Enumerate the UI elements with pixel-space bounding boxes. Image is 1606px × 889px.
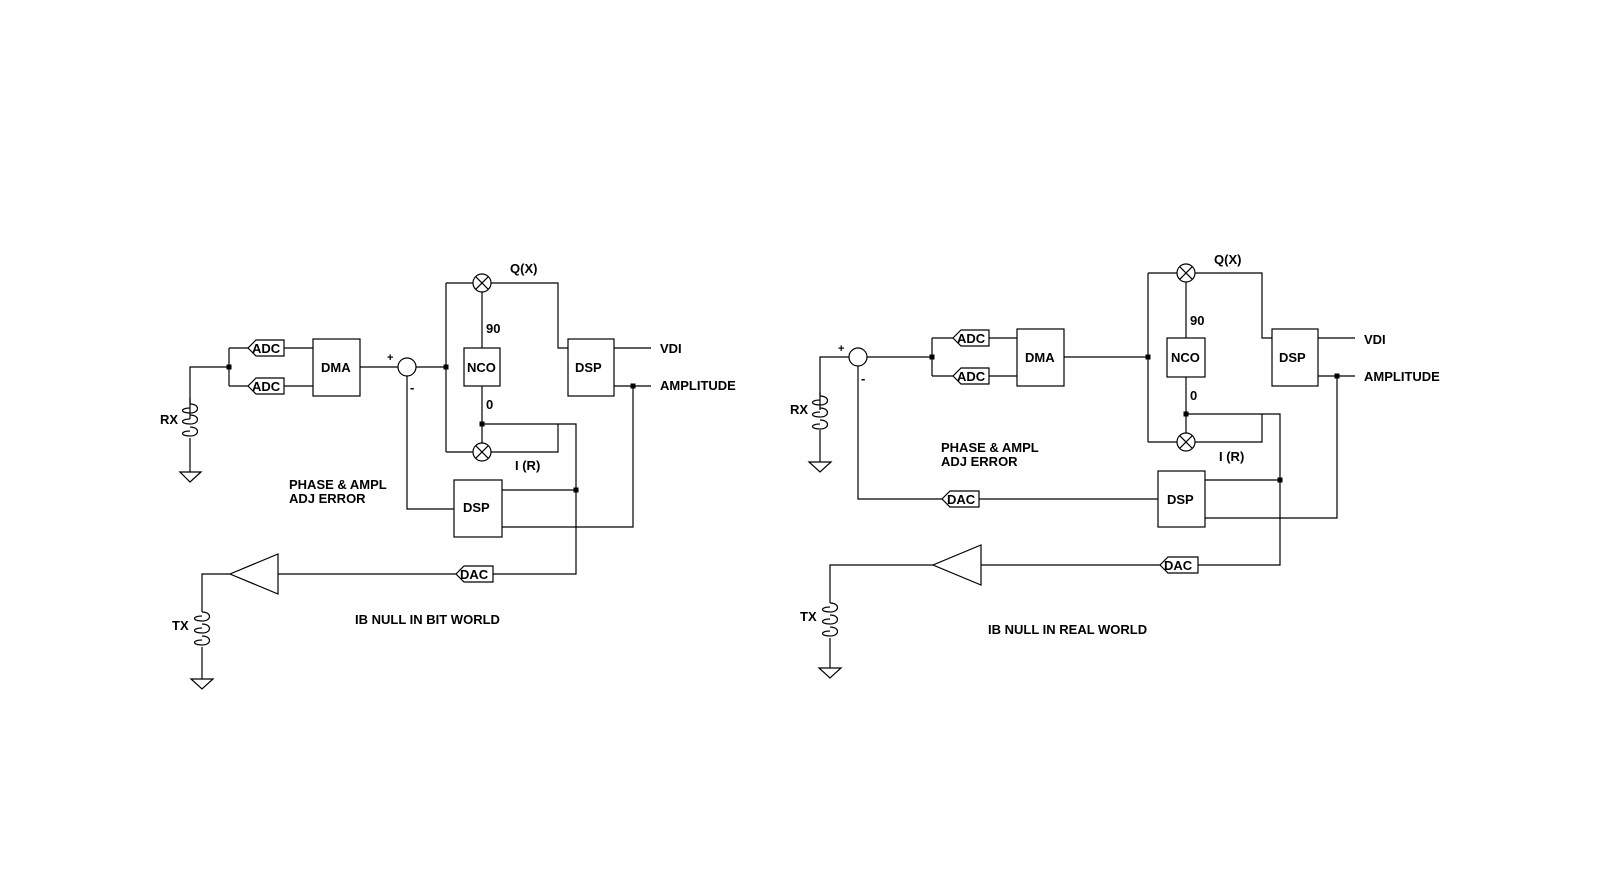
svg-text:DMA: DMA <box>321 360 351 375</box>
right-90-label: 90 <box>1190 313 1204 328</box>
right-sum-plus: + <box>838 343 844 355</box>
svg-text:DSP: DSP <box>575 360 602 375</box>
left-rx-ground-icon <box>178 471 203 483</box>
right-i-mixer-icon <box>1176 432 1196 452</box>
right-error-label-line1: PHASE & AMPL <box>941 440 1039 455</box>
right-q-mixer-icon <box>1176 263 1196 283</box>
right-dac-top: DAC <box>941 490 980 508</box>
right-error-label-line2: ADJ ERROR <box>941 454 1018 469</box>
left-vdi-label: VDI <box>660 341 682 356</box>
left-diagram: RX ADC ADC DMA + - Q(X) I (R) <box>160 261 736 690</box>
right-caption: IB NULL IN REAL WORLD <box>988 622 1147 637</box>
right-rx-antenna-icon <box>811 392 829 462</box>
svg-text:DAC: DAC <box>460 567 489 582</box>
svg-text:ADC: ADC <box>957 331 986 346</box>
right-0-label: 0 <box>1190 388 1197 403</box>
left-rx-label: RX <box>160 412 178 427</box>
svg-text:DSP: DSP <box>463 500 490 515</box>
left-i-label: I (R) <box>515 458 540 473</box>
left-caption: IB NULL IN BIT WORLD <box>355 612 500 627</box>
svg-text:NCO: NCO <box>1171 350 1200 365</box>
svg-text:DAC: DAC <box>1164 558 1193 573</box>
svg-text:ADC: ADC <box>252 379 281 394</box>
right-tx-ground-icon <box>817 667 843 679</box>
right-adc-bottom: ADC <box>952 367 990 385</box>
right-vdi-label: VDI <box>1364 332 1386 347</box>
right-nco-block: NCO <box>1166 337 1206 378</box>
left-q-mixer-icon <box>472 273 492 293</box>
left-tx-label: TX <box>172 618 189 633</box>
right-dma-block: DMA <box>1016 328 1065 387</box>
left-dac: DAC <box>455 565 494 583</box>
left-nco-block: NCO <box>463 347 501 387</box>
left-dsp-main-block: DSP <box>567 338 615 397</box>
right-amplitude-label: AMPLITUDE <box>1364 369 1440 384</box>
right-i-label: I (R) <box>1219 449 1244 464</box>
right-tx-antenna-icon <box>821 602 839 668</box>
svg-text:DSP: DSP <box>1279 350 1306 365</box>
svg-text:DSP: DSP <box>1167 492 1194 507</box>
left-i-mixer-icon <box>472 442 492 462</box>
left-q-label: Q(X) <box>510 261 537 276</box>
left-error-label-line1: PHASE & AMPL <box>289 477 387 492</box>
left-summing-junction-icon <box>397 357 417 377</box>
right-dsp-error-block: DSP <box>1157 470 1206 528</box>
right-dsp-main-block: DSP <box>1271 328 1319 387</box>
right-wires <box>819 272 1355 603</box>
left-dma-block: DMA <box>312 338 361 397</box>
left-adc-top: ADC <box>247 339 285 357</box>
right-tx-label: TX <box>800 609 817 624</box>
right-rx-label: RX <box>790 402 808 417</box>
right-q-label: Q(X) <box>1214 252 1241 267</box>
svg-text:DMA: DMA <box>1025 350 1055 365</box>
right-amplifier-icon <box>931 544 982 586</box>
right-rx-ground-icon <box>807 461 833 473</box>
svg-text:ADC: ADC <box>957 369 986 384</box>
left-error-label-line2: ADJ ERROR <box>289 491 366 506</box>
left-sum-minus: - <box>410 380 414 395</box>
right-diagram: RX + - ADC ADC DMA Q(X) I (R) <box>790 252 1440 679</box>
right-dac-bottom: DAC <box>1159 556 1199 574</box>
right-adc-top: ADC <box>952 329 990 347</box>
left-sum-plus: + <box>387 352 393 364</box>
svg-text:NCO: NCO <box>467 360 496 375</box>
left-amplifier-icon <box>228 553 279 595</box>
right-sum-minus: - <box>861 371 865 386</box>
svg-text:DAC: DAC <box>947 492 976 507</box>
left-wires <box>189 282 651 612</box>
svg-text:ADC: ADC <box>252 341 281 356</box>
right-summing-junction-icon <box>848 347 868 367</box>
left-tx-antenna-icon <box>193 611 211 679</box>
left-junctions <box>226 364 636 493</box>
left-rx-antenna-icon <box>181 398 199 472</box>
left-0-label: 0 <box>486 397 493 412</box>
left-tx-ground-icon <box>189 678 215 690</box>
left-adc-bottom: ADC <box>247 377 285 395</box>
left-amplitude-label: AMPLITUDE <box>660 378 736 393</box>
left-dsp-error-block: DSP <box>453 479 503 538</box>
left-90-label: 90 <box>486 321 500 336</box>
right-junctions <box>929 354 1340 483</box>
